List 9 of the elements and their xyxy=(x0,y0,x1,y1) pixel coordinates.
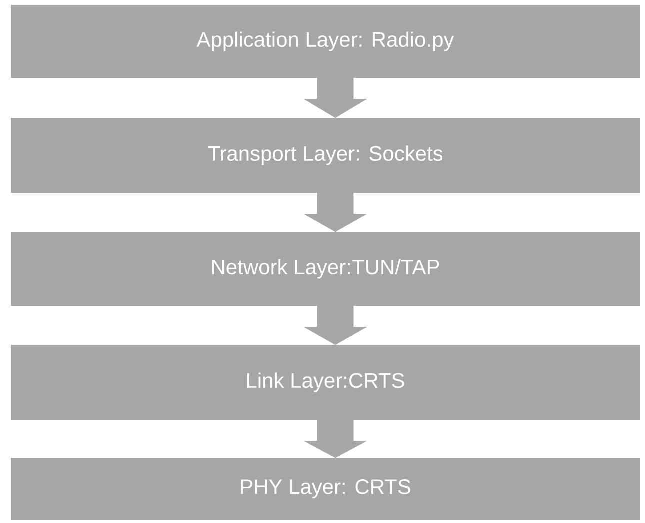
block-arrow xyxy=(304,78,367,118)
block-arrow xyxy=(304,192,367,232)
layer-box: PHY Layer: CRTS xyxy=(11,458,640,520)
layer-box: Application Layer: Radio.py xyxy=(11,5,640,78)
block-arrow xyxy=(304,420,367,458)
layer-box: Link Layer:CRTS xyxy=(11,345,640,420)
layer-box: Transport Layer: Sockets xyxy=(11,118,640,193)
layer-box: Network Layer:TUN/TAP xyxy=(11,232,640,306)
block-arrow xyxy=(304,306,367,346)
